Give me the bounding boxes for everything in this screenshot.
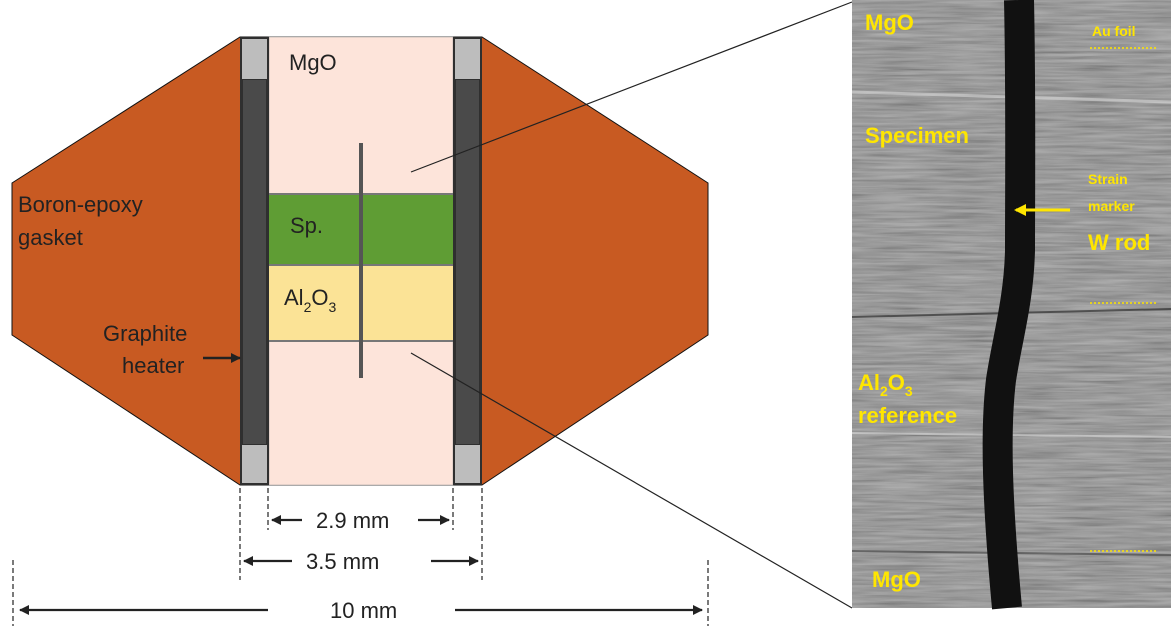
- plug-top-right: [455, 39, 480, 79]
- xray-reference-label: reference: [858, 403, 957, 428]
- graphite-heater-right: [456, 80, 479, 444]
- dim-inner-label: 2.9 mm: [316, 508, 389, 533]
- heater-label-line2: heater: [122, 353, 184, 378]
- plug-top-left: [242, 39, 267, 79]
- graphite-heater-left: [243, 80, 266, 444]
- plug-bottom-right: [455, 445, 480, 483]
- xray-specimen-label: Specimen: [865, 123, 969, 148]
- w-rod-shadow: [982, 0, 1036, 610]
- zoom-line-top: [410, 1, 853, 173]
- xray-strain-label-line1: Strain: [1088, 171, 1128, 187]
- alumina-label: Al2O3: [284, 285, 336, 315]
- plug-bottom-left: [242, 445, 267, 483]
- xray-mgo-bottom-label: MgO: [872, 567, 921, 592]
- xray-radiograph: MgO Au foil Specimen Strain marker W rod…: [851, 0, 1171, 610]
- xray-au-foil-label: Au foil: [1092, 23, 1136, 39]
- mgo-label: MgO: [289, 50, 337, 75]
- dim-middle-label: 3.5 mm: [306, 549, 379, 574]
- xray-alumina-label: Al2O3: [858, 370, 913, 399]
- xray-w-rod-label: W rod: [1088, 230, 1150, 255]
- cell-cross-section: MgO Boron-epoxy gasket Sp. Al2O3 Graphit…: [11, 36, 709, 486]
- gasket-label-line1: Boron-epoxy: [18, 192, 143, 217]
- specimen-short-label: Sp.: [290, 213, 323, 238]
- dimension-lines: [12, 488, 709, 626]
- xray-strain-label-line2: marker: [1088, 198, 1135, 214]
- xray-mgo-top-label: MgO: [865, 10, 914, 35]
- zoom-line-bottom: [410, 352, 853, 609]
- heater-label-line1: Graphite: [103, 321, 187, 346]
- gasket-label-line2: gasket: [18, 225, 83, 250]
- dim-outer-label: 10 mm: [330, 598, 397, 623]
